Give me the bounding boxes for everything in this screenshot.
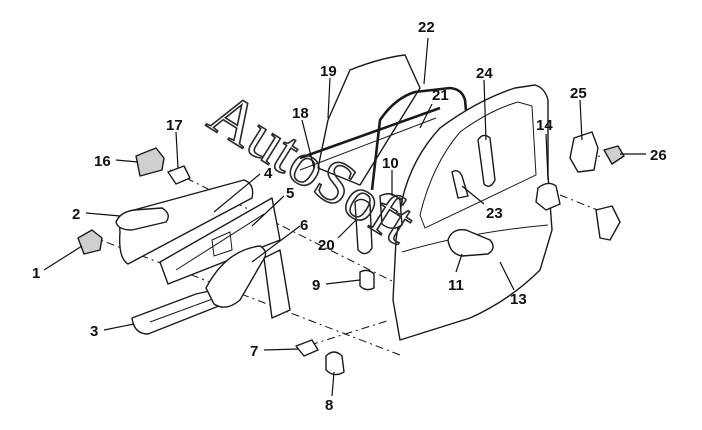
window-regulator [354,198,373,255]
inside-handle [115,207,169,231]
door-window-opening [419,101,537,229]
callout-16: 16 [94,153,111,170]
callout-7: 7 [250,343,258,360]
door-trim-panel [159,197,281,285]
part-1-switch [77,229,103,255]
callout-26: 26 [650,147,667,164]
callout-10: 10 [382,155,399,172]
callout-6: 6 [300,217,308,234]
outside-handle [447,229,494,257]
door-hinge [535,182,561,211]
callout-11: 11 [448,277,464,294]
callout-8: 8 [325,397,333,414]
callout-4: 4 [264,165,273,182]
callout-23: 23 [486,205,503,222]
door-seal [205,245,267,308]
part-16-bezel [135,147,165,177]
door-striker [595,205,621,241]
handle-bracket [477,134,496,187]
door-shell [392,84,553,341]
callout-24: 24 [476,65,493,82]
callout-22: 22 [418,19,435,36]
callout-2: 2 [72,206,80,223]
callout-17: 17 [166,117,183,134]
callout-20: 20 [318,237,335,254]
part-26-bolt [603,145,625,165]
part-25-latch [569,131,599,173]
callout-14: 14 [536,117,553,134]
leader-lines [43,37,646,397]
callout-1: 1 [32,265,40,282]
clip-9 [359,269,375,291]
glass-run-channel [299,86,472,191]
callout-9: 9 [312,277,320,294]
callout-13: 13 [510,291,527,308]
callout-18: 18 [292,105,309,122]
callout-5: 5 [286,185,294,202]
part-7-screw [295,339,319,357]
pull-handle [263,249,291,319]
callout-25: 25 [570,85,587,102]
callout-21: 21 [432,87,449,104]
callout-19: 19 [320,63,337,80]
callout-3: 3 [90,323,98,340]
callouts: 1 2 3 4 5 6 7 8 9 10 11 13 14 16 17 18 1… [32,19,667,414]
rod-clip [451,169,469,199]
part-17-knob [167,165,191,185]
door-glass [317,54,421,186]
part-8-clip [325,351,345,376]
regulator-motor [379,193,403,229]
